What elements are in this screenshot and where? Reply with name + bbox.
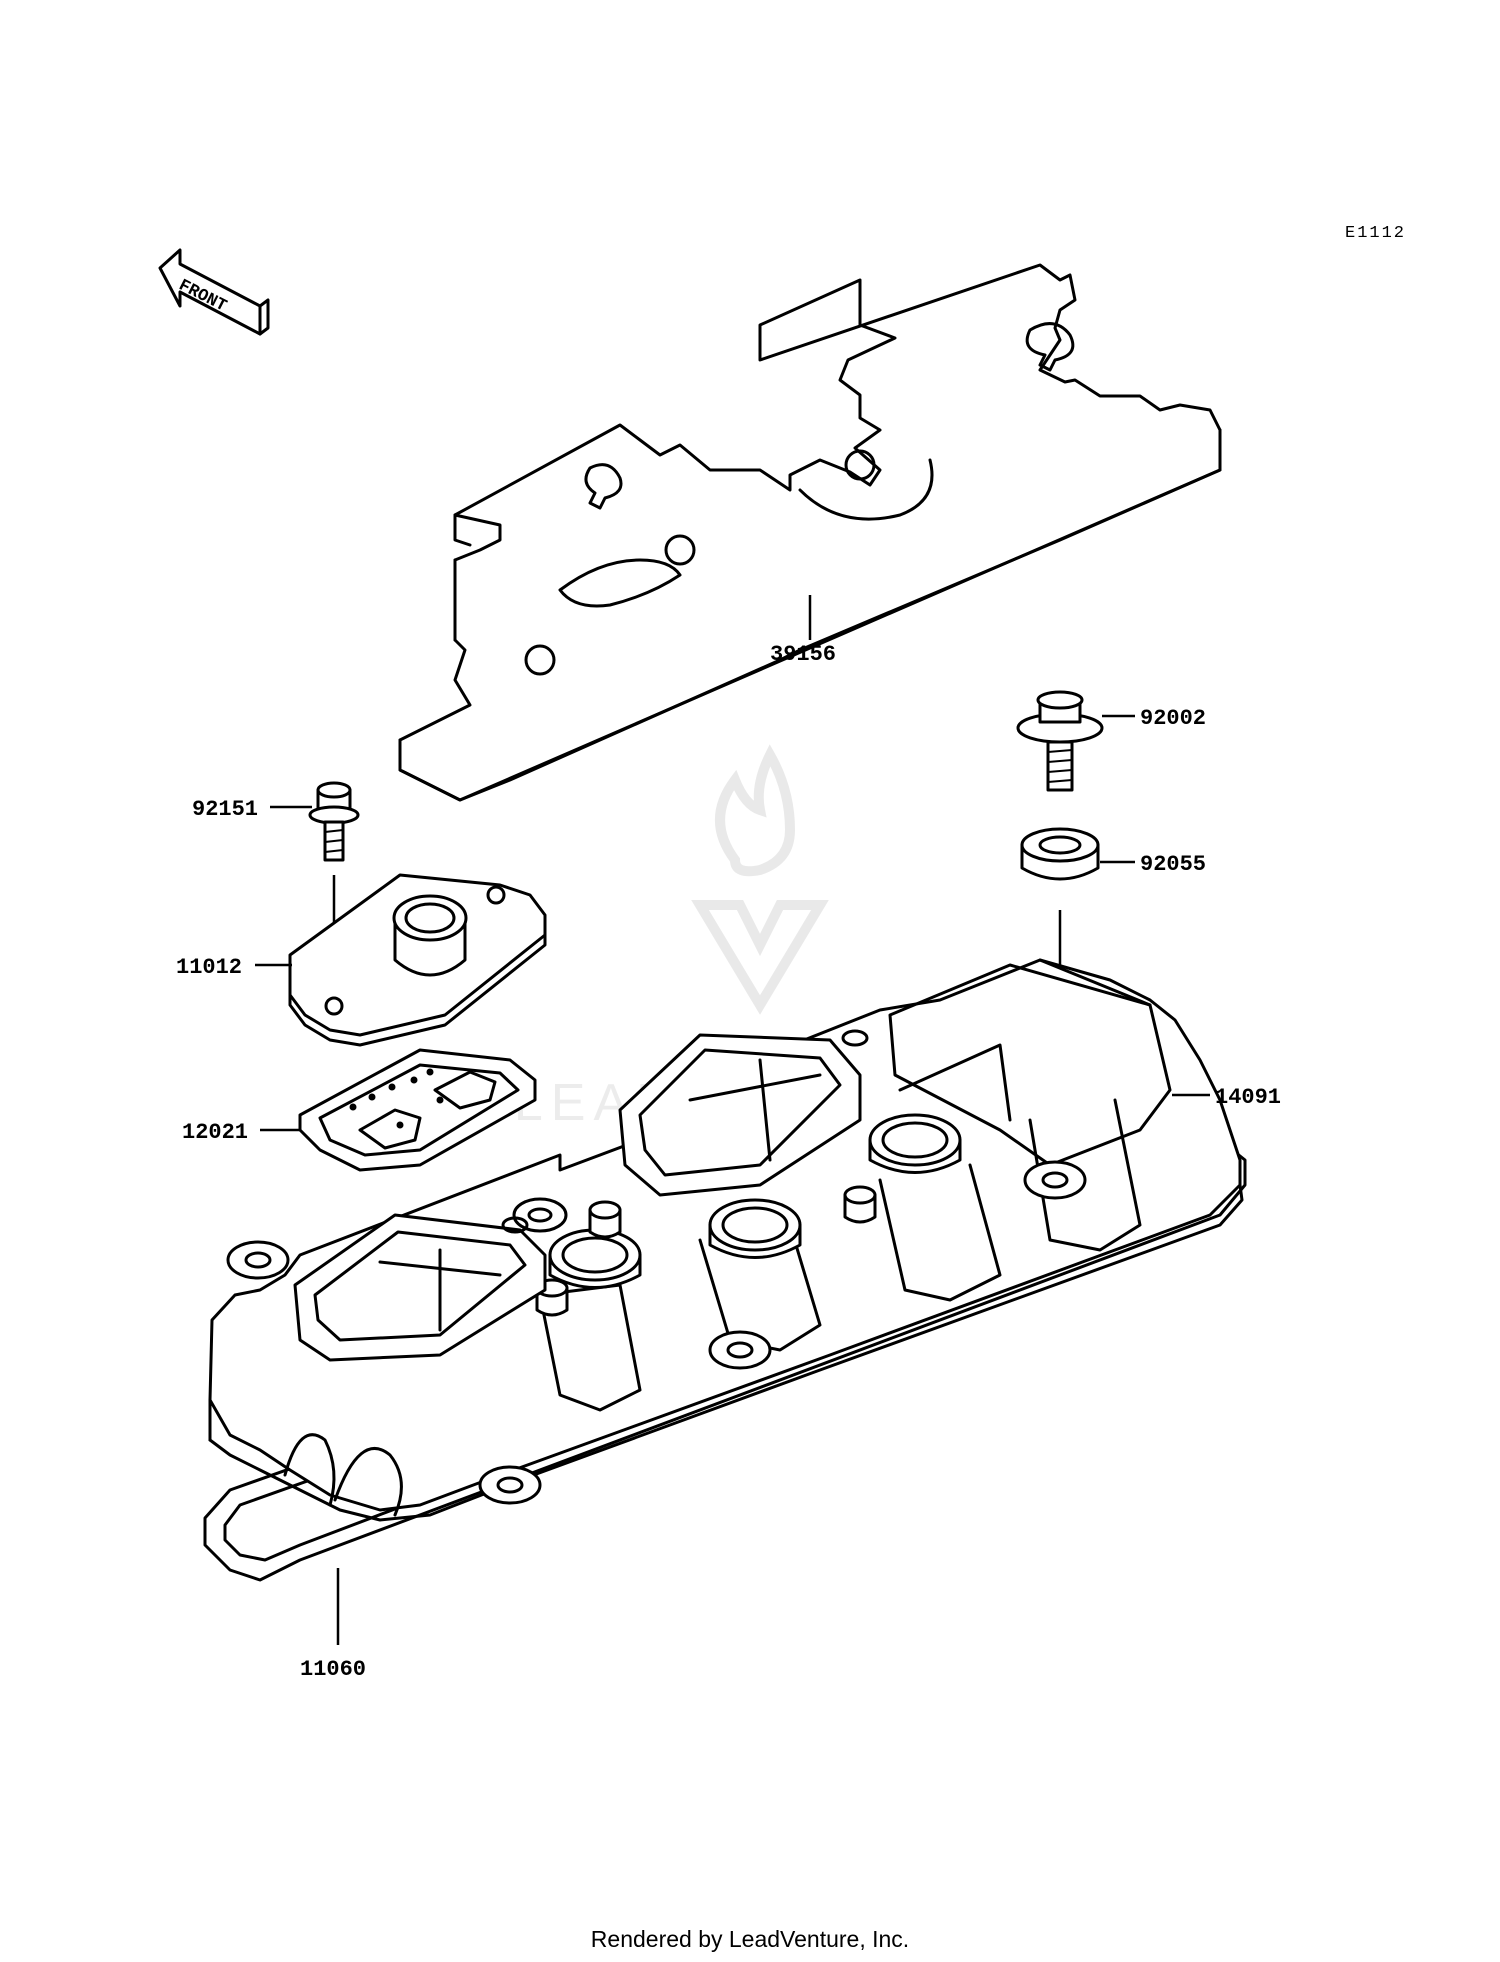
- part-number-11060: 11060: [300, 1657, 366, 1682]
- front-arrow-icon: FRONT: [158, 248, 270, 336]
- part-number-92002: 92002: [1140, 706, 1206, 731]
- callout-14091: 14091: [1172, 1085, 1281, 1110]
- callout-92002: 92002: [1102, 706, 1206, 731]
- part-number-14091: 14091: [1215, 1085, 1281, 1110]
- grommet-92055: [1020, 827, 1100, 881]
- part-number-39156: 39156: [770, 642, 836, 667]
- footer-credit: Rendered by LeadVenture, Inc.: [590, 1926, 910, 1952]
- callout-92151: 92151: [192, 797, 336, 955]
- bolt-92151: [308, 781, 360, 862]
- diagram-code: E1112: [1345, 224, 1406, 243]
- bolt-92002: [1016, 690, 1104, 792]
- callout-11060: 11060: [300, 1568, 366, 1682]
- part-number-92151: 92151: [192, 797, 258, 822]
- part-number-11012: 11012: [176, 955, 242, 980]
- callout-39156: 39156: [770, 595, 836, 667]
- part-number-12021: 12021: [182, 1120, 248, 1145]
- cylinder-head-cover-14091: [208, 958, 1244, 1522]
- callout-12021: 12021: [182, 1120, 300, 1145]
- breather-gasket-12021: [298, 1048, 537, 1172]
- callout-11012: 11012: [176, 955, 292, 980]
- gasket-plate-39156: [398, 263, 1222, 802]
- breather-cover-11012: [288, 873, 547, 1047]
- part-number-92055: 92055: [1140, 852, 1206, 877]
